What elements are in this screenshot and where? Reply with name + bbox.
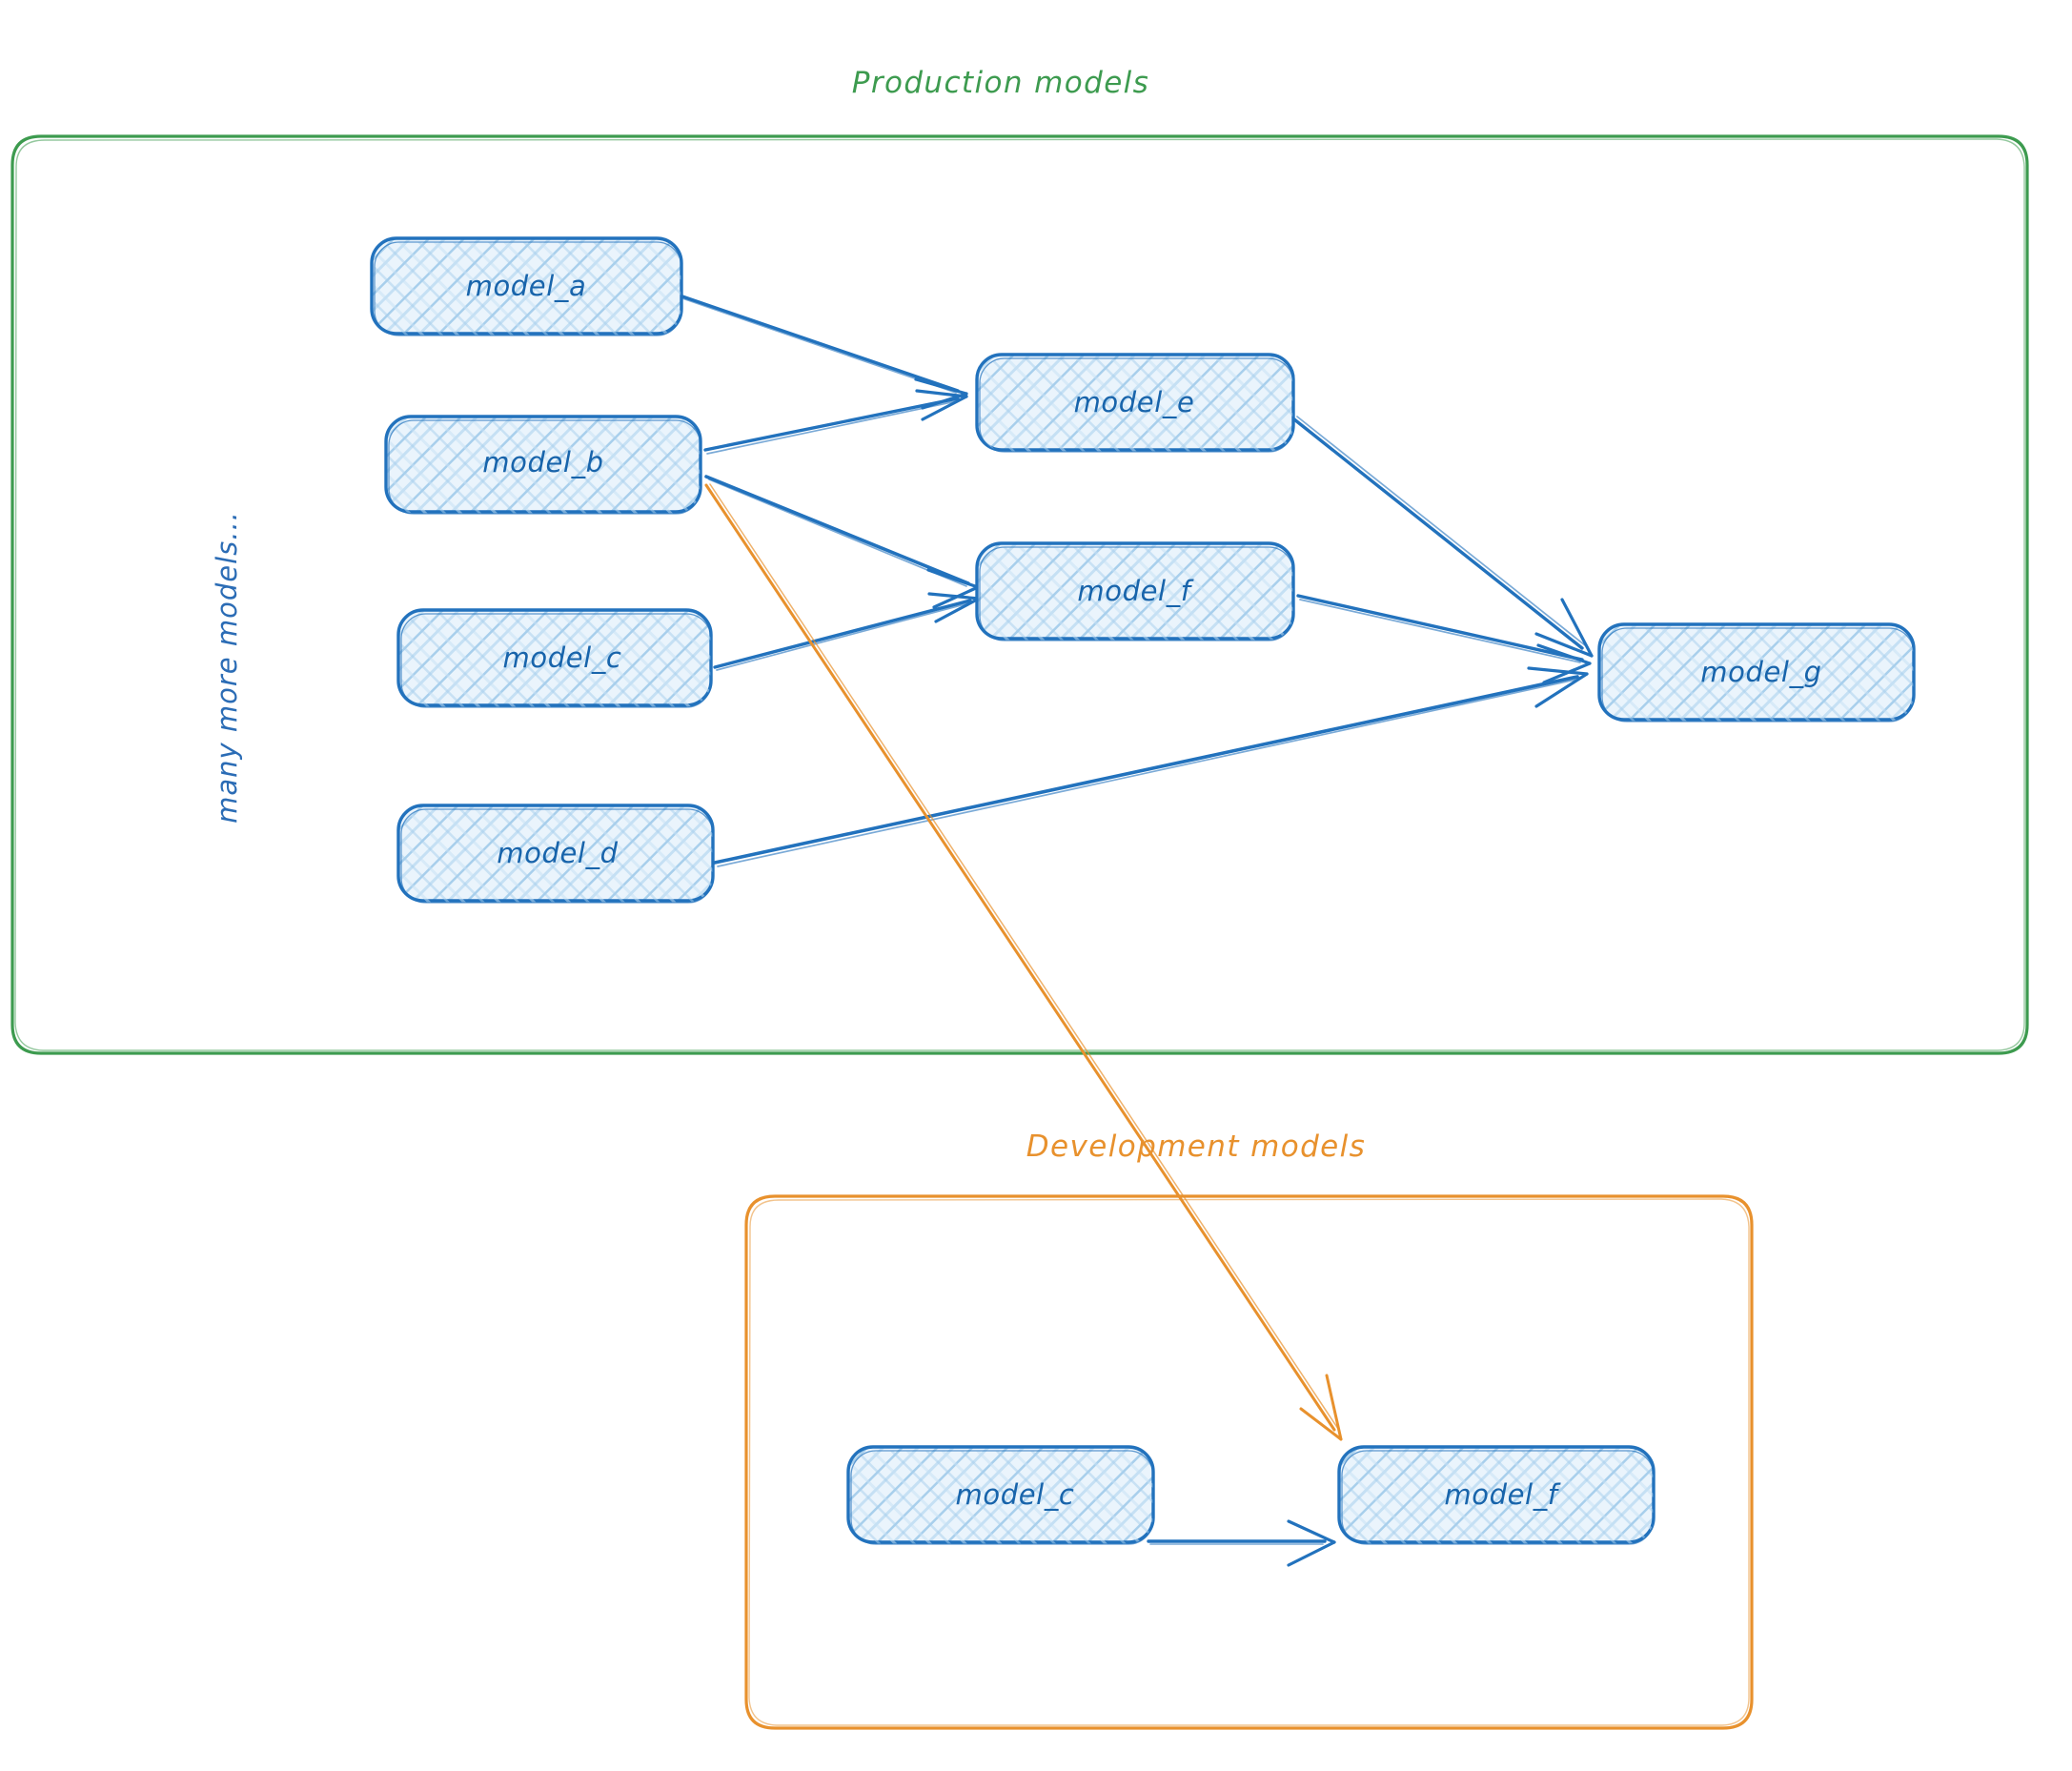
node-prod-model-e[interactable]: model_e [975,353,1295,453]
edge-model-c-to-model-f [713,592,981,671]
node-label: model_a [466,270,587,302]
development-group-container [744,1194,1754,1730]
node-label: model_c [503,641,622,674]
node-label: model_f [1077,575,1193,607]
node-label: model_g [1700,656,1821,688]
node-prod-model-g[interactable]: model_g [1597,622,1916,723]
production-group-border-sketch [14,138,2025,1051]
development-group-border-sketch [748,1198,1750,1726]
edge-prod-model-b-to-dev-model-f [704,483,1343,1441]
node-label: model_e [1074,386,1195,418]
edge-model-d-to-model-g [713,666,1589,867]
production-group-title: Production models [852,66,1150,100]
edge-dev-model-c-to-dev-model-f [1147,1519,1336,1567]
node-prod-model-c[interactable]: model_c [396,608,713,708]
node-prod-model-f[interactable]: model_f [975,541,1295,641]
edge-model-f-to-model-g [1296,594,1592,684]
development-group-border [744,1194,1754,1730]
node-dev-model-c[interactable]: model_c [846,1445,1155,1545]
node-label: model_b [482,446,603,478]
node-prod-model-a[interactable]: model_a [370,236,683,336]
node-label: model_c [956,1478,1075,1511]
edge-model-e-to-model-g [1292,416,1594,658]
development-group-title: Development models [1026,1130,1366,1164]
production-group-container [10,134,2029,1055]
many-more-models-note: many more models... [211,511,243,824]
node-label: model_f [1444,1478,1560,1511]
edge-model-b-to-model-e [703,389,968,455]
node-prod-model-b[interactable]: model_b [384,415,702,515]
node-prod-model-d[interactable]: model_d [396,804,715,904]
edge-model-b-to-model-f [704,475,980,609]
node-dev-model-f[interactable]: model_f [1337,1445,1656,1545]
node-label: model_d [497,837,618,869]
production-group-border [10,134,2029,1055]
